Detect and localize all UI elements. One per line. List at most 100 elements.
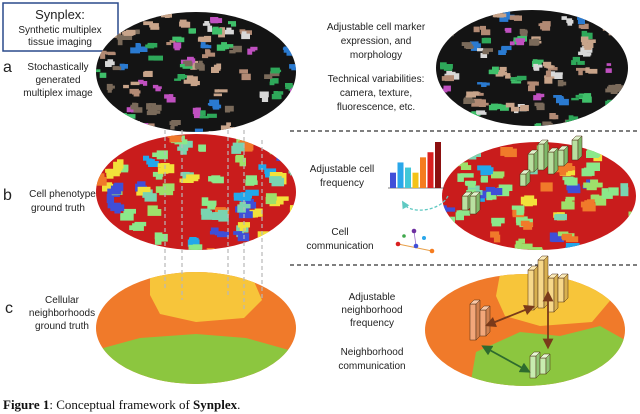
cell-blob bbox=[102, 245, 114, 250]
cell-blob bbox=[471, 100, 481, 107]
cell-blob bbox=[130, 13, 139, 17]
cell-blob bbox=[135, 125, 145, 129]
cell-blob bbox=[515, 216, 528, 223]
cell-blob bbox=[289, 206, 296, 216]
column-bar bbox=[519, 173, 527, 187]
cell-blob bbox=[285, 83, 293, 87]
cell-blob bbox=[105, 61, 112, 67]
cell-blob bbox=[576, 67, 586, 71]
cell-blob bbox=[137, 46, 148, 52]
column-bar bbox=[469, 303, 477, 341]
cell-blob bbox=[635, 240, 636, 250]
caption-middle: : Conceptual framework of bbox=[49, 397, 193, 412]
cell-blob bbox=[584, 46, 592, 50]
cell-blob bbox=[102, 183, 114, 192]
cell-blob bbox=[546, 65, 554, 69]
cell-blob bbox=[622, 25, 628, 29]
cell-blob bbox=[549, 232, 558, 242]
cell-blob bbox=[140, 124, 148, 128]
cell-blob bbox=[515, 240, 522, 250]
column-top bbox=[557, 145, 569, 151]
cell-blob bbox=[626, 152, 636, 160]
cell-blob bbox=[615, 23, 623, 29]
cell-blob bbox=[208, 131, 216, 132]
cell-blob bbox=[201, 197, 209, 206]
cell-blob bbox=[292, 52, 296, 55]
column-bar bbox=[527, 269, 535, 311]
cell-blob bbox=[547, 67, 558, 71]
cell-blob bbox=[270, 67, 280, 74]
phenotype-map-left bbox=[96, 134, 296, 250]
cell-blob bbox=[122, 241, 130, 250]
cell-blob bbox=[213, 93, 222, 97]
column-side bbox=[535, 351, 541, 379]
cell-blob bbox=[180, 22, 187, 25]
cell-blob bbox=[528, 85, 536, 92]
column-bar bbox=[527, 153, 535, 173]
cell-blob bbox=[509, 41, 515, 46]
cell-blob bbox=[620, 187, 629, 197]
cell-blob bbox=[130, 14, 140, 21]
cell-blob bbox=[122, 31, 129, 35]
cell-blob bbox=[557, 80, 564, 87]
cell-blob bbox=[490, 188, 503, 196]
cell-blob bbox=[290, 32, 296, 35]
frequency-bar bbox=[427, 152, 434, 188]
column-bar bbox=[547, 151, 555, 175]
cell-blob bbox=[458, 116, 466, 120]
cell-blob bbox=[201, 45, 212, 49]
cell-blob bbox=[440, 98, 447, 104]
cell-blob bbox=[590, 194, 600, 202]
cell-blob bbox=[490, 231, 500, 238]
cell-blob bbox=[456, 118, 462, 121]
cell-blob bbox=[607, 99, 614, 105]
cell-blob bbox=[286, 50, 294, 56]
column-top bbox=[537, 255, 549, 261]
column-top bbox=[529, 351, 541, 357]
cell-blob bbox=[616, 85, 625, 92]
cell-blob bbox=[147, 107, 158, 113]
cell-blob bbox=[140, 123, 149, 129]
cell-blob bbox=[625, 234, 636, 240]
cell-blob bbox=[152, 171, 164, 177]
frequency-annot-2: frequency bbox=[320, 178, 364, 189]
cell-blob bbox=[212, 104, 222, 109]
cell-blob bbox=[275, 152, 286, 157]
cell-blob bbox=[503, 10, 511, 17]
cell-blob bbox=[192, 107, 200, 115]
cell-blob bbox=[632, 144, 636, 152]
cell-blob bbox=[207, 52, 216, 57]
column-side bbox=[533, 265, 539, 311]
cell-blob bbox=[245, 189, 259, 196]
cell-blob bbox=[456, 210, 471, 216]
multiplex-image-right bbox=[436, 10, 628, 126]
cell-blob bbox=[588, 68, 598, 74]
cell-blob bbox=[135, 130, 146, 132]
cell-blob bbox=[247, 48, 253, 55]
cell-blob bbox=[194, 112, 204, 119]
cell-blob bbox=[106, 193, 115, 204]
title-line1: Synplex: bbox=[35, 7, 85, 22]
cell-blob bbox=[536, 105, 542, 109]
cell-blob bbox=[436, 95, 439, 99]
cell-blob bbox=[578, 69, 583, 76]
cell-blob bbox=[100, 138, 113, 143]
cell-blob bbox=[450, 71, 456, 77]
cell-blob bbox=[575, 94, 583, 98]
cell-blob bbox=[259, 91, 269, 98]
cell-blob bbox=[107, 59, 114, 63]
cell-blob bbox=[465, 44, 473, 49]
cell-blob bbox=[437, 32, 445, 35]
marker-annot-3: morphology bbox=[350, 50, 402, 61]
cell-blob bbox=[460, 165, 472, 170]
cell-blob bbox=[265, 193, 277, 201]
cell-blob bbox=[166, 42, 172, 46]
cell-blob bbox=[221, 42, 227, 47]
cell-blob bbox=[565, 236, 579, 243]
cell-blob bbox=[137, 124, 148, 129]
column-bar bbox=[479, 309, 487, 337]
cell-blob bbox=[583, 182, 590, 188]
cell-blob bbox=[262, 96, 267, 99]
cell-blob bbox=[253, 14, 258, 21]
cell-blob bbox=[96, 173, 105, 178]
